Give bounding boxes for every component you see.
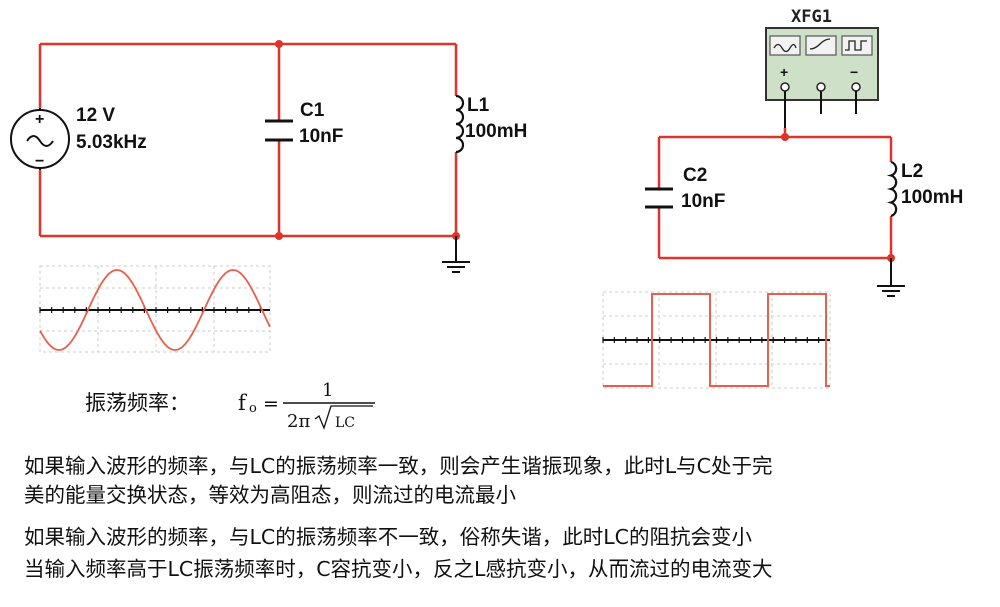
inductor-icon bbox=[886, 160, 898, 218]
source-voltage: 12 V bbox=[76, 105, 115, 126]
source-minus: − bbox=[35, 153, 44, 170]
capacitor-icon bbox=[645, 187, 673, 209]
junction-dot bbox=[275, 232, 283, 240]
left-wires bbox=[38, 42, 458, 238]
ground-icon bbox=[442, 236, 470, 273]
ac-source-icon bbox=[10, 108, 70, 170]
l2-value: 100mH bbox=[901, 187, 963, 208]
paragraph-line: 如果输入波形的频率，与LC的振荡频率一致，则会产生谐振现象，此时L与C处于完 bbox=[24, 454, 773, 478]
capacitor-icon bbox=[265, 119, 293, 142]
c2-value: 10nF bbox=[681, 191, 725, 212]
l1-value: 100mH bbox=[465, 121, 527, 142]
source-frequency: 5.03kHz bbox=[76, 132, 147, 153]
terminal-plus-icon bbox=[780, 82, 790, 92]
sqrt-icon bbox=[314, 405, 373, 430]
inductor-icon bbox=[455, 94, 465, 154]
junction-dot bbox=[275, 40, 283, 48]
formula-radicand: LC bbox=[335, 415, 355, 431]
sine-wave bbox=[39, 269, 271, 351]
c1-value: 10nF bbox=[299, 126, 343, 147]
junction-dot bbox=[781, 133, 789, 141]
sine-button-icon bbox=[769, 35, 801, 56]
terminal-minus-icon bbox=[851, 82, 861, 92]
terminal-common-icon bbox=[816, 82, 826, 92]
paragraph-line: 当输入频率高于LC振荡频率时，C容抗变小，反之L感抗变小，从而流过的电流变大 bbox=[24, 557, 773, 581]
formula-label: 振荡频率： bbox=[85, 391, 190, 415]
formula-numerator: 1 bbox=[322, 380, 333, 401]
paragraph-line: 美的能量交换状态，等效为高阻态，则流过的电流最小 bbox=[24, 483, 516, 507]
sine-waveform-plot bbox=[39, 265, 271, 353]
square-waveform-plot bbox=[602, 291, 831, 389]
ground-icon bbox=[877, 258, 905, 297]
source-plus: + bbox=[35, 111, 44, 128]
l2-name: L2 bbox=[901, 161, 923, 182]
square-button-icon bbox=[841, 35, 873, 56]
l1-name: L1 bbox=[467, 95, 490, 116]
formula-equals: = bbox=[263, 393, 279, 415]
square-wave bbox=[603, 293, 830, 387]
gen-minus: − bbox=[850, 64, 858, 80]
gen-plus: + bbox=[780, 64, 788, 80]
c2-name: C2 bbox=[683, 165, 707, 186]
triangle-button-icon bbox=[805, 35, 837, 56]
generator-name: XFG1 bbox=[791, 7, 832, 27]
formula-lhs-sub: o bbox=[249, 401, 257, 416]
formula-lhs: f bbox=[238, 391, 248, 415]
left-circuit: + − 12 V 5.03kHz C1 10nF L1 100mH bbox=[10, 40, 527, 273]
formula: 振荡频率： f o = 1 2π LC bbox=[85, 380, 375, 432]
formula-denominator-prefix: 2π bbox=[287, 411, 310, 432]
right-circuit: XFG1 + − bbox=[645, 7, 963, 297]
paragraph-line: 如果输入波形的频率，与LC的振荡频率不一致，俗称失谐，此时LC的阻抗会变小 bbox=[24, 525, 752, 549]
c1-name: C1 bbox=[300, 100, 325, 121]
